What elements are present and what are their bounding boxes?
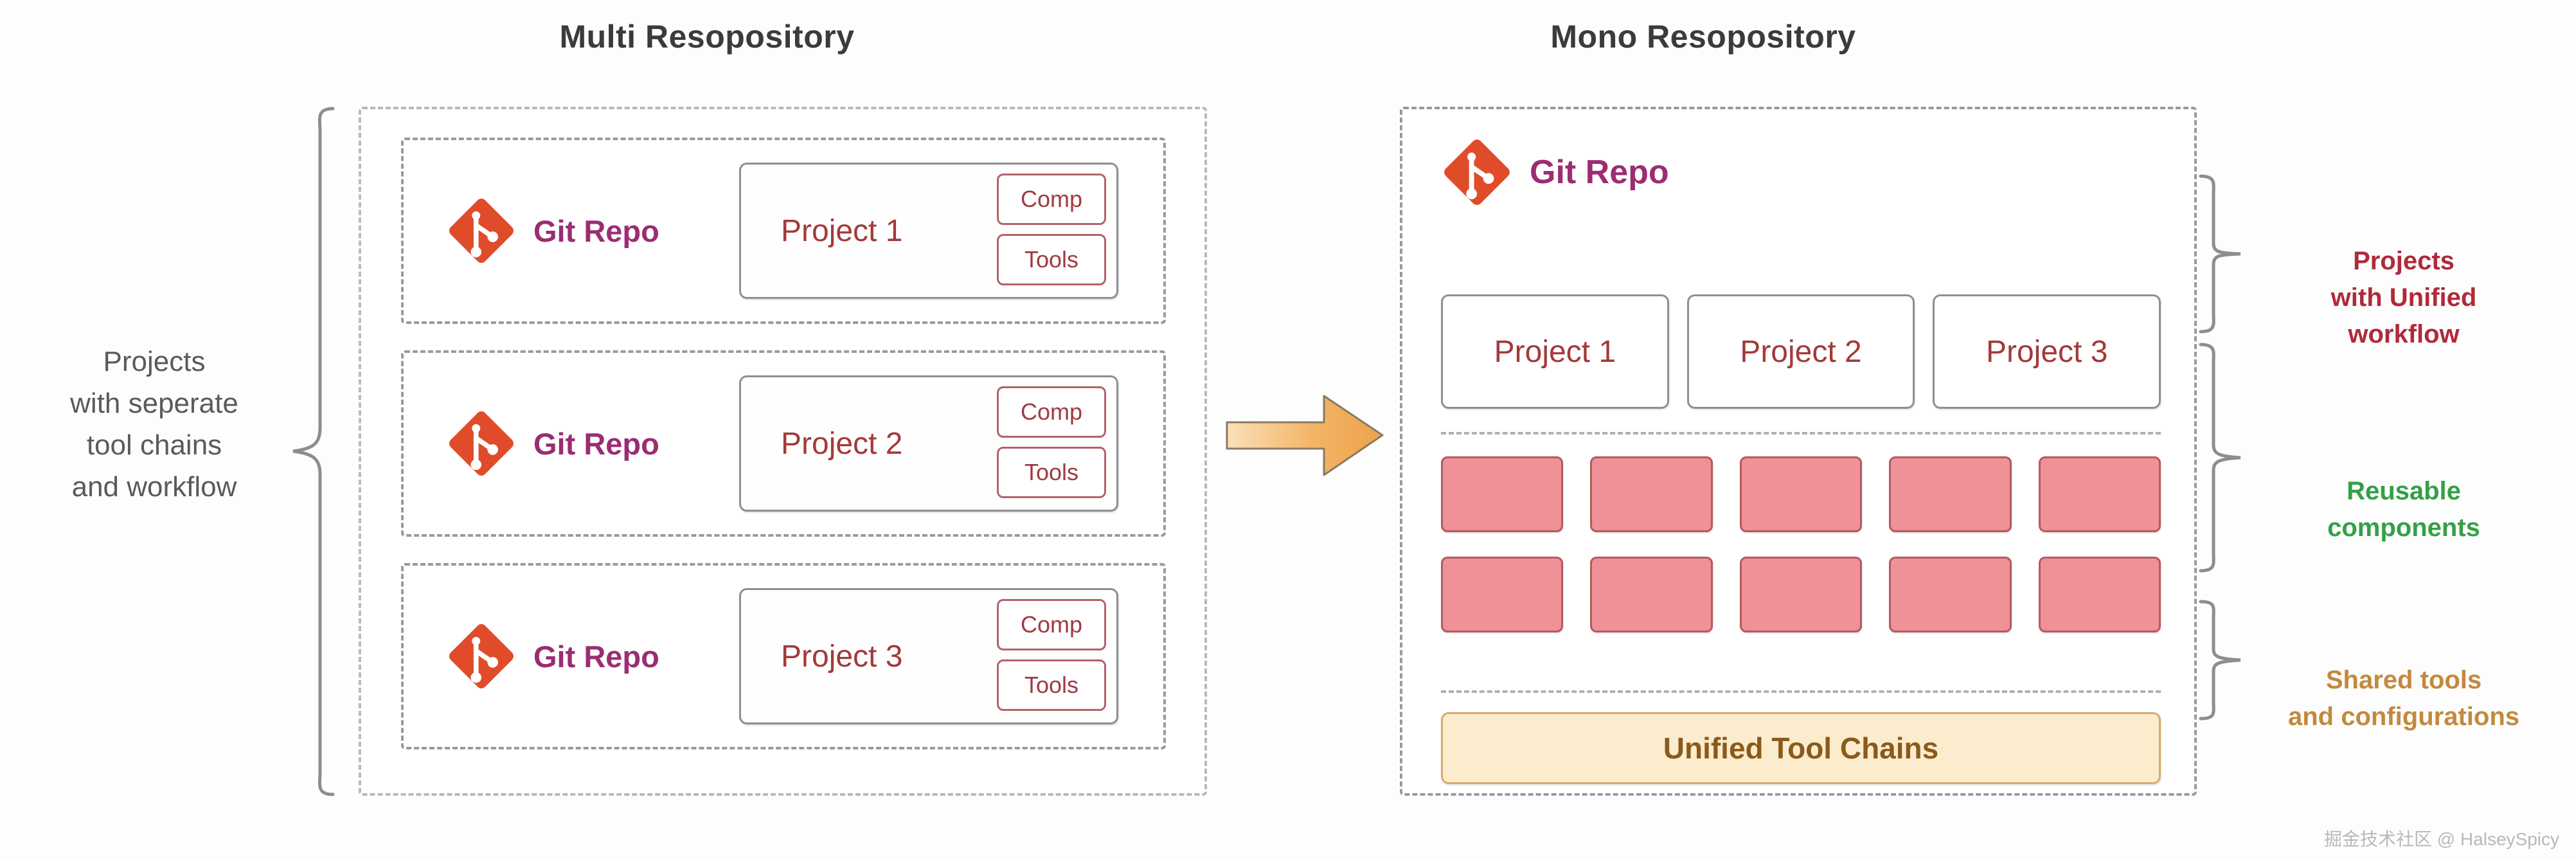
divider-bottom [1441,690,2161,693]
mono-projects-row: Project 1 Project 2 Project 3 [1441,294,2161,409]
transition-arrow-icon [1226,395,1384,476]
git-repo-label: Git Repo [533,426,659,461]
component-cell[interactable] [1739,456,1863,532]
repo-row: Git Repo Project 1 Comp Tools [401,138,1166,324]
component-cell[interactable] [1441,557,1564,632]
divider-top [1441,432,2161,434]
component-cell[interactable] [1889,557,2012,632]
multi-repo-caption: Projects with seperate tool chains and w… [70,346,238,503]
git-repo-block: Git Repo [443,193,739,269]
comp-chip[interactable]: Comp [997,386,1106,438]
comp-chip[interactable]: Comp [997,599,1106,650]
mono-project-card[interactable]: Project 3 [1933,294,2161,409]
left-brace-icon [292,107,335,796]
component-cell[interactable] [2038,456,2161,532]
project-name: Project 2 [781,426,903,461]
chip-stack: Comp Tools [997,386,1106,498]
git-repo-block: Git Repo [443,618,739,694]
brace-tools-icon [2199,600,2241,721]
mono-repo-container: Git Repo Project 1 Project 2 Project 3 U… [1400,107,2197,796]
tools-chip[interactable]: Tools [997,659,1106,711]
watermark: 掘金技术社区 @ HalseySpicy [2323,829,2559,849]
project-card[interactable]: Project 1 Comp Tools [739,163,1118,299]
annotation-projects: Projects with Unified workflow [2330,247,2477,348]
mono-repo-title: Mono Resopository [1550,19,1856,55]
tools-chip[interactable]: Tools [997,234,1106,285]
tools-chip[interactable]: Tools [997,447,1106,498]
git-logo-icon [449,199,514,263]
mono-project-card[interactable]: Project 2 [1686,294,1915,409]
annotation-tools: Shared tools and configurations [2288,666,2519,731]
component-cell[interactable] [1590,456,1713,532]
git-repo-block: Git Repo [1438,134,1669,211]
chip-stack: Comp Tools [997,174,1106,285]
git-logo-icon [1444,139,1510,205]
repo-row: Git Repo Project 3 Comp Tools [401,563,1166,749]
annotation-components: Reusable components [2327,477,2480,542]
reusable-components-grid [1441,456,2161,632]
git-repo-label: Git Repo [1530,154,1669,191]
unified-tool-chains-bar[interactable]: Unified Tool Chains [1441,712,2161,784]
component-cell[interactable] [1441,456,1564,532]
git-repo-block: Git Repo [443,406,739,481]
component-cell[interactable] [1889,456,2012,532]
project-card[interactable]: Project 3 Comp Tools [739,588,1118,724]
multi-repo-container: Git Repo Project 1 Comp Tools [359,107,1207,796]
brace-projects-icon [2199,174,2241,334]
component-cell[interactable] [1590,557,1713,632]
git-repo-label: Git Repo [533,213,659,248]
git-logo-icon [449,624,514,688]
mono-project-card[interactable]: Project 1 [1441,294,1669,409]
project-name: Project 1 [781,213,903,248]
git-repo-label: Git Repo [533,639,659,674]
project-card[interactable]: Project 2 Comp Tools [739,375,1118,512]
brace-components-icon [2199,343,2241,573]
repo-row: Git Repo Project 2 Comp Tools [401,350,1166,537]
comp-chip[interactable]: Comp [997,174,1106,225]
component-cell[interactable] [2038,557,2161,632]
git-logo-icon [449,411,514,476]
component-cell[interactable] [1739,557,1863,632]
multi-repo-title: Multi Resopository [559,19,855,55]
project-name: Project 3 [781,639,903,674]
chip-stack: Comp Tools [997,599,1106,711]
